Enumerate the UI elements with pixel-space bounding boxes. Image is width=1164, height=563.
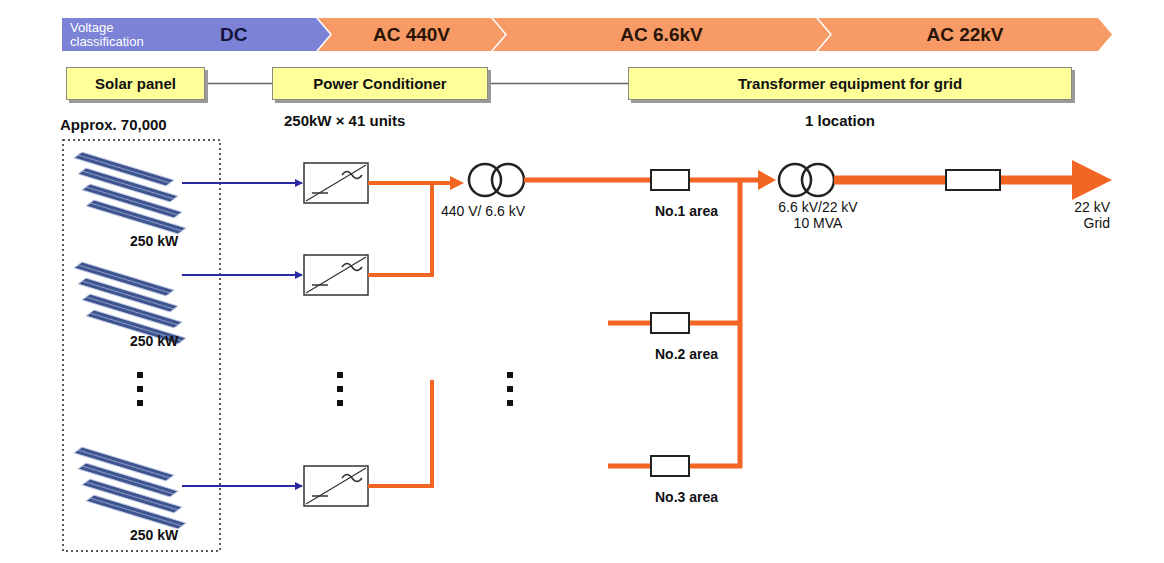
voltage-chevron: Voltage classification DC xyxy=(62,18,330,51)
node-text: Solar panel xyxy=(95,75,176,92)
connector-line xyxy=(208,83,272,85)
node-text: DC xyxy=(220,24,247,46)
diagram-label: 250kW × 41 units xyxy=(284,112,405,129)
voltage-chevron: AC 22kV xyxy=(818,18,1112,51)
node-text: Power Conditioner xyxy=(313,75,446,92)
diagram-label: 6.6 kV/22 kV 10 MVA xyxy=(770,199,866,231)
diagram-label: No.3 area xyxy=(655,489,718,505)
diagram-label: 22 kV Grid xyxy=(1048,199,1110,231)
diagram-label: 250 kW xyxy=(130,333,178,349)
diagram-label: 250 kW xyxy=(130,233,178,249)
diagram-label: No.2 area xyxy=(655,346,718,362)
node-text: AC 6.6kV xyxy=(620,24,702,46)
diagram-label: No.1 area xyxy=(655,203,718,219)
voltage-chevron: AC 6.6kV xyxy=(493,18,830,51)
node-text: AC 440V xyxy=(373,24,450,46)
diagram-label: 440 V/ 6.6 kV xyxy=(441,203,525,219)
section-box: Solar panel xyxy=(66,67,205,100)
node-text: Voltage classification xyxy=(70,21,162,48)
node-text: Transformer equipment for grid xyxy=(738,75,962,92)
node-text: AC 22kV xyxy=(926,24,1003,46)
diagram-label: 1 location xyxy=(805,112,875,129)
section-box: Transformer equipment for grid xyxy=(628,67,1072,100)
voltage-chevron: AC 440V xyxy=(318,18,505,51)
connector-line xyxy=(491,83,628,85)
diagram-label: 250 kW xyxy=(130,527,178,543)
section-box: Power Conditioner xyxy=(272,67,488,100)
diagram-label: Approx. 70,000 xyxy=(60,116,167,133)
